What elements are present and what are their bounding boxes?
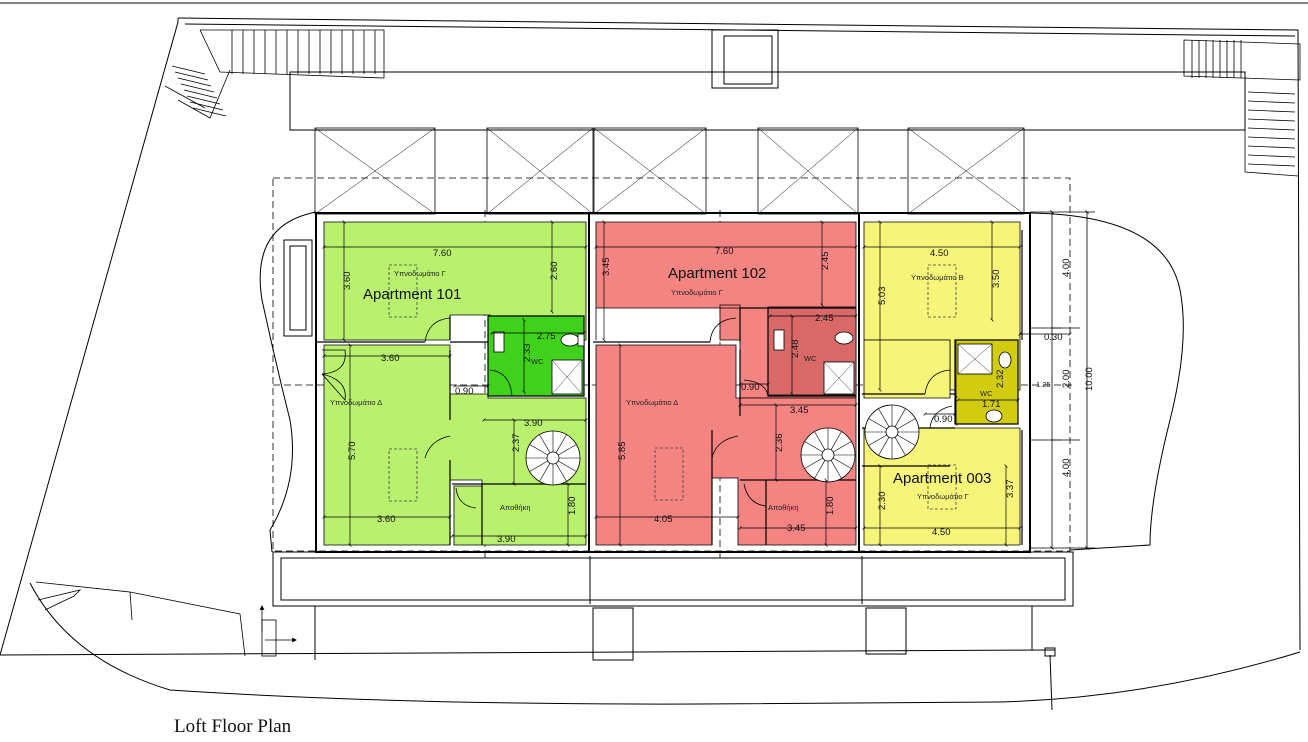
- dim-label: 3.60: [342, 272, 353, 291]
- room-label-102-wc: WC: [804, 354, 817, 363]
- staircase-top-right: [1183, 39, 1301, 177]
- dim-label: 1.80: [567, 497, 578, 516]
- dim-label: 2.48: [790, 340, 801, 359]
- dim-label: 2.75: [537, 331, 556, 342]
- dim-label: 0.90: [741, 382, 760, 393]
- dim-label: 2.45: [815, 313, 834, 324]
- dim-label: 1.71: [982, 399, 1001, 410]
- room-label-101-bedroom-d: Υπνοδωμάτιο Δ: [330, 398, 382, 407]
- skylight-cross: [593, 127, 707, 215]
- dim-label: 3.90: [497, 534, 516, 545]
- dim-label: 3.45: [787, 523, 806, 534]
- staircase-top-left: [164, 29, 385, 119]
- bottom-balcony: [272, 551, 1074, 661]
- interior-walls: [316, 230, 1023, 545]
- dim-label: 3.37: [1005, 480, 1016, 499]
- dim-label: 3.60: [381, 353, 400, 364]
- dimension-labels-102: 7.60 3.45 2.45 2.45 2.48 0.90 3.45 5.85 …: [601, 246, 836, 534]
- dimension-labels-101: 7.60 3.60 2.60 2.75 2.33 3.60 0.90 3.90 …: [342, 248, 578, 545]
- room-label-101-bedroom-g: Υπνοδωμάτιο Γ: [394, 269, 446, 278]
- room-label-102-storage: Αποθήκη: [768, 503, 799, 512]
- wc-fixtures: [493, 329, 1012, 423]
- dim-label: 2.32: [995, 370, 1006, 389]
- curved-balconies: [259, 211, 1184, 553]
- skylight-cross: [757, 127, 859, 215]
- apartment-102-label: Apartment 102: [668, 265, 766, 282]
- bed-outlines: [388, 264, 957, 510]
- dim-label: 1.25: [1036, 380, 1051, 389]
- apartment-101-label: Apartment 101: [363, 286, 461, 303]
- dim-label: 4.50: [932, 527, 951, 538]
- dim-label: 3.45: [790, 405, 809, 416]
- dim-label: 1.80: [825, 497, 836, 516]
- room-label-101-wc: WC: [531, 357, 544, 366]
- dim-label: 7.60: [715, 246, 734, 257]
- room-label-101-storage: Αποθήκη: [500, 503, 531, 512]
- dim-label: 10.00: [1084, 367, 1095, 391]
- skylight-cross: [907, 127, 1025, 215]
- dim-label: 2.60: [549, 262, 560, 281]
- dim-label: 2.00: [1061, 370, 1072, 389]
- dim-label: 5.70: [347, 442, 358, 461]
- drawing-title: Loft Floor Plan: [174, 716, 292, 737]
- dim-label: 2.37: [511, 434, 522, 453]
- dim-label: 2.33: [522, 344, 533, 363]
- room-label-102-bedroom-g: Υπνοδωμάτιο Γ: [671, 288, 723, 297]
- dim-label: 4.05: [654, 514, 673, 525]
- dim-label: 4.00: [1061, 259, 1072, 278]
- skylight-cross: [314, 127, 436, 215]
- spiral-staircase: [525, 430, 581, 486]
- room-label-102-bedroom-d: Υπνοδωμάτιο Δ: [626, 398, 678, 407]
- dim-label: 4.00: [1061, 459, 1072, 478]
- side-dimension-lines: [1030, 210, 1095, 550]
- dim-label: 5.03: [877, 287, 888, 306]
- dim-label: 0.30: [1044, 332, 1063, 343]
- dim-label: 2.30: [877, 492, 888, 511]
- dim-label: 7.60: [433, 248, 452, 259]
- dim-label: 0.90: [455, 386, 474, 397]
- apartment-101-area: [323, 221, 587, 546]
- side-dimension-labels: 4.00 2.00 4.00 10.00 1.25: [1036, 259, 1095, 478]
- exterior-walls: [315, 212, 1031, 553]
- dim-label: 4.50: [930, 248, 949, 259]
- apartment-labels: Apartment 101 Apartment 102 Apartment 00…: [363, 265, 991, 487]
- room-label-003-bedroom-g: Υπνοδωμάτιο Γ: [917, 492, 969, 501]
- dim-label: 5.85: [617, 442, 628, 461]
- dim-label: 3.45: [601, 258, 612, 277]
- dim-label: 2.36: [774, 434, 785, 453]
- spiral-staircase: [800, 427, 856, 483]
- dim-label: 0.90: [934, 414, 953, 425]
- dim-label: 3.60: [377, 514, 396, 525]
- dimension-lines: [322, 220, 1072, 547]
- spiral-stairs: [525, 404, 920, 486]
- room-label-003-bedroom-b: Υπνοδωμάτιο Β: [911, 273, 964, 282]
- skylights: [314, 127, 1025, 215]
- spiral-staircase: [864, 404, 920, 460]
- room-label-003-wc: WC: [980, 389, 993, 398]
- dim-label: 2.45: [820, 252, 831, 271]
- entry-ramp: [35, 581, 297, 657]
- room-labels: Υπνοδωμάτιο Γ Υπνοδωμάτιο Δ WC Αποθήκη Υ…: [330, 269, 993, 512]
- skylight-cross: [486, 127, 594, 215]
- dimension-labels-003: 4.50 5.03 3.50 0.30 2.32 1.71 0.90 2.30 …: [877, 248, 1063, 538]
- dim-label: 3.50: [991, 270, 1002, 289]
- apartment-003-label: Apartment 003: [893, 470, 991, 487]
- top-terrace: [289, 29, 1246, 131]
- dim-label: 3.90: [524, 418, 543, 429]
